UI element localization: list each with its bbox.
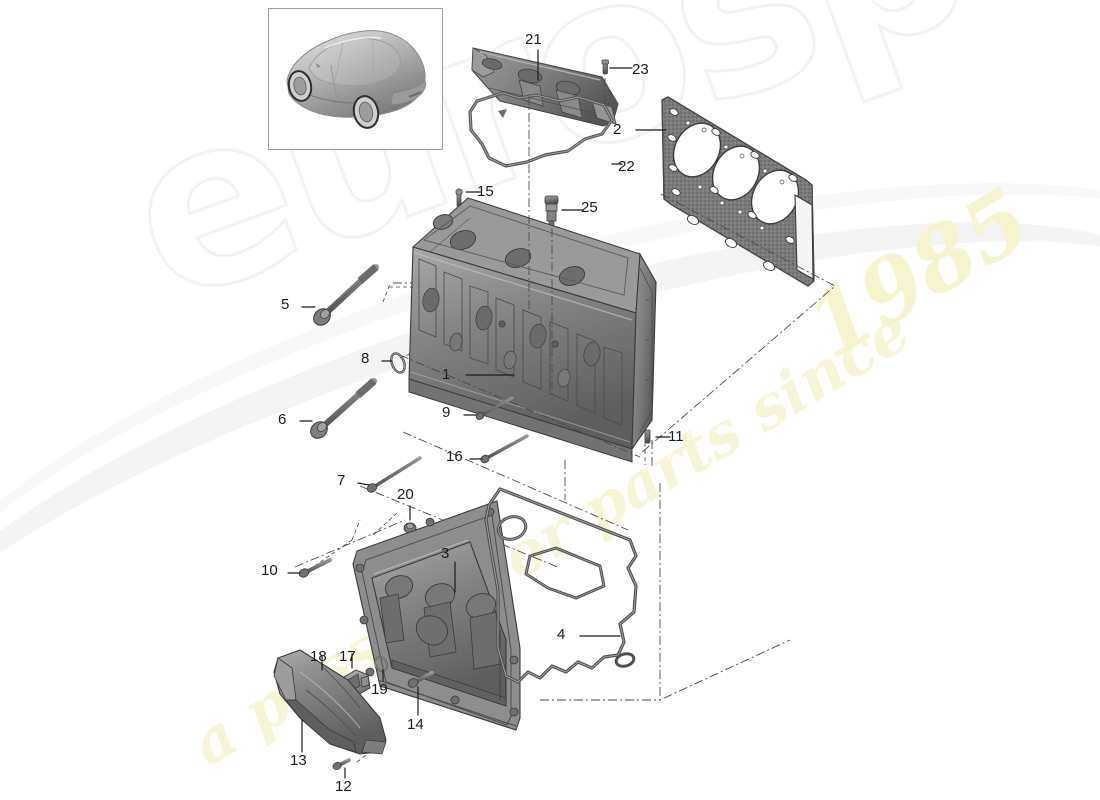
callout-number-plug: 20 [397, 486, 414, 503]
callout-number-screw: 23 [632, 61, 649, 78]
callout-number-heat-shield-cover: 13 [290, 752, 307, 769]
part-sensor-25 [544, 195, 559, 228]
part-camshaft-bearing-bridge [471, 47, 619, 127]
callout-number-sensor: 25 [581, 199, 598, 216]
callout-number-bracket: 17 [339, 648, 356, 665]
callout-number-cylinder-head-gasket: 2 [613, 121, 622, 138]
callout-number-valve-cover: 3 [441, 545, 450, 562]
part-heat-shield-cover [273, 649, 387, 755]
callout-number-o-ring-seal: 8 [361, 350, 370, 367]
part-cylinder-head [408, 197, 657, 463]
callout-number-dowel-pin: 11 [668, 428, 684, 445]
callout-number-screw: 15 [477, 183, 494, 200]
part-head-bolt-6 [310, 378, 377, 439]
part-valve-cover [352, 500, 521, 731]
callout-number-cylinder-head-bolt-long: 5 [281, 296, 290, 313]
part-stud-9 [475, 396, 514, 420]
callout-number-bolt: 10 [261, 562, 278, 579]
callout-number-stud-bolt: 16 [446, 448, 463, 465]
callout-number-screw: 18 [310, 648, 327, 665]
part-seal-ring-19 [374, 655, 388, 673]
part-bolt-14 [407, 671, 434, 688]
callout-leader-lines [287, 49, 671, 779]
part-bolt-7 [366, 456, 422, 493]
part-screw-23 [601, 59, 609, 75]
part-o-ring-8 [390, 352, 406, 374]
vehicle-thumbnail [268, 8, 443, 150]
vehicle-thumbnail-image [286, 30, 427, 129]
part-bolt-10 [298, 558, 332, 578]
callout-number-bolt: 14 [407, 716, 424, 733]
part-dowel-pin-11 [644, 429, 651, 444]
callout-number-valve-cover-gasket: 4 [557, 626, 566, 643]
part-valve-cover-gasket [484, 487, 638, 684]
callout-number-bearing-bridge-gasket: 22 [618, 158, 635, 175]
callout-number-screw: 12 [335, 778, 352, 795]
part-head-bolt-5 [313, 264, 379, 326]
callout-number-stud-bolt: 9 [442, 404, 451, 421]
part-bearing-bridge-gasket [468, 91, 614, 168]
callout-number-cylinder-head: 1 [442, 366, 451, 383]
callout-number-bolt: 7 [337, 472, 346, 489]
callout-number-camshaft-bearing-bridge: 21 [525, 31, 542, 48]
part-cylinder-head-gasket [661, 96, 815, 287]
part-stud-16 [480, 434, 529, 464]
part-screw-12 [332, 758, 351, 770]
callout-number-seal-ring: 19 [371, 681, 388, 698]
callout-number-cylinder-head-bolt-long: 6 [278, 411, 287, 428]
